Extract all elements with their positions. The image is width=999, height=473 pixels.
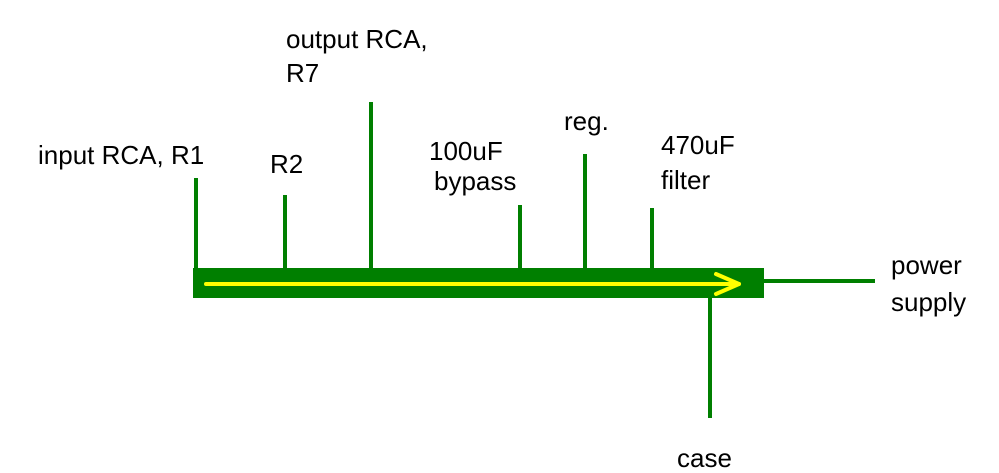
case-lead: [708, 296, 712, 418]
power-supply-lead: [762, 279, 875, 283]
label-output-rca-line1: output RCA,: [286, 24, 428, 54]
tap-output: [369, 102, 373, 270]
label-bypass-line2: bypass: [434, 166, 517, 196]
tap-reg: [583, 154, 587, 270]
label-power-line1: power: [891, 250, 962, 280]
label-input-rca-r1: input RCA, R1: [38, 140, 205, 170]
label-power-line2: supply: [891, 287, 967, 317]
label-case: case: [677, 443, 732, 473]
tap-r2: [283, 195, 287, 270]
tap-filter: [650, 208, 654, 270]
label-filter-line2: filter: [661, 165, 711, 195]
current-flow-arrow: [204, 272, 741, 296]
label-reg: reg.: [564, 106, 609, 136]
label-r2: R2: [270, 149, 304, 179]
tap-input: [194, 178, 198, 270]
label-bypass-line1: 100uF: [429, 136, 503, 166]
label-output-rca-line2: R7: [286, 58, 320, 88]
tap-bypass: [518, 205, 522, 270]
label-filter-line1: 470uF: [661, 130, 735, 160]
